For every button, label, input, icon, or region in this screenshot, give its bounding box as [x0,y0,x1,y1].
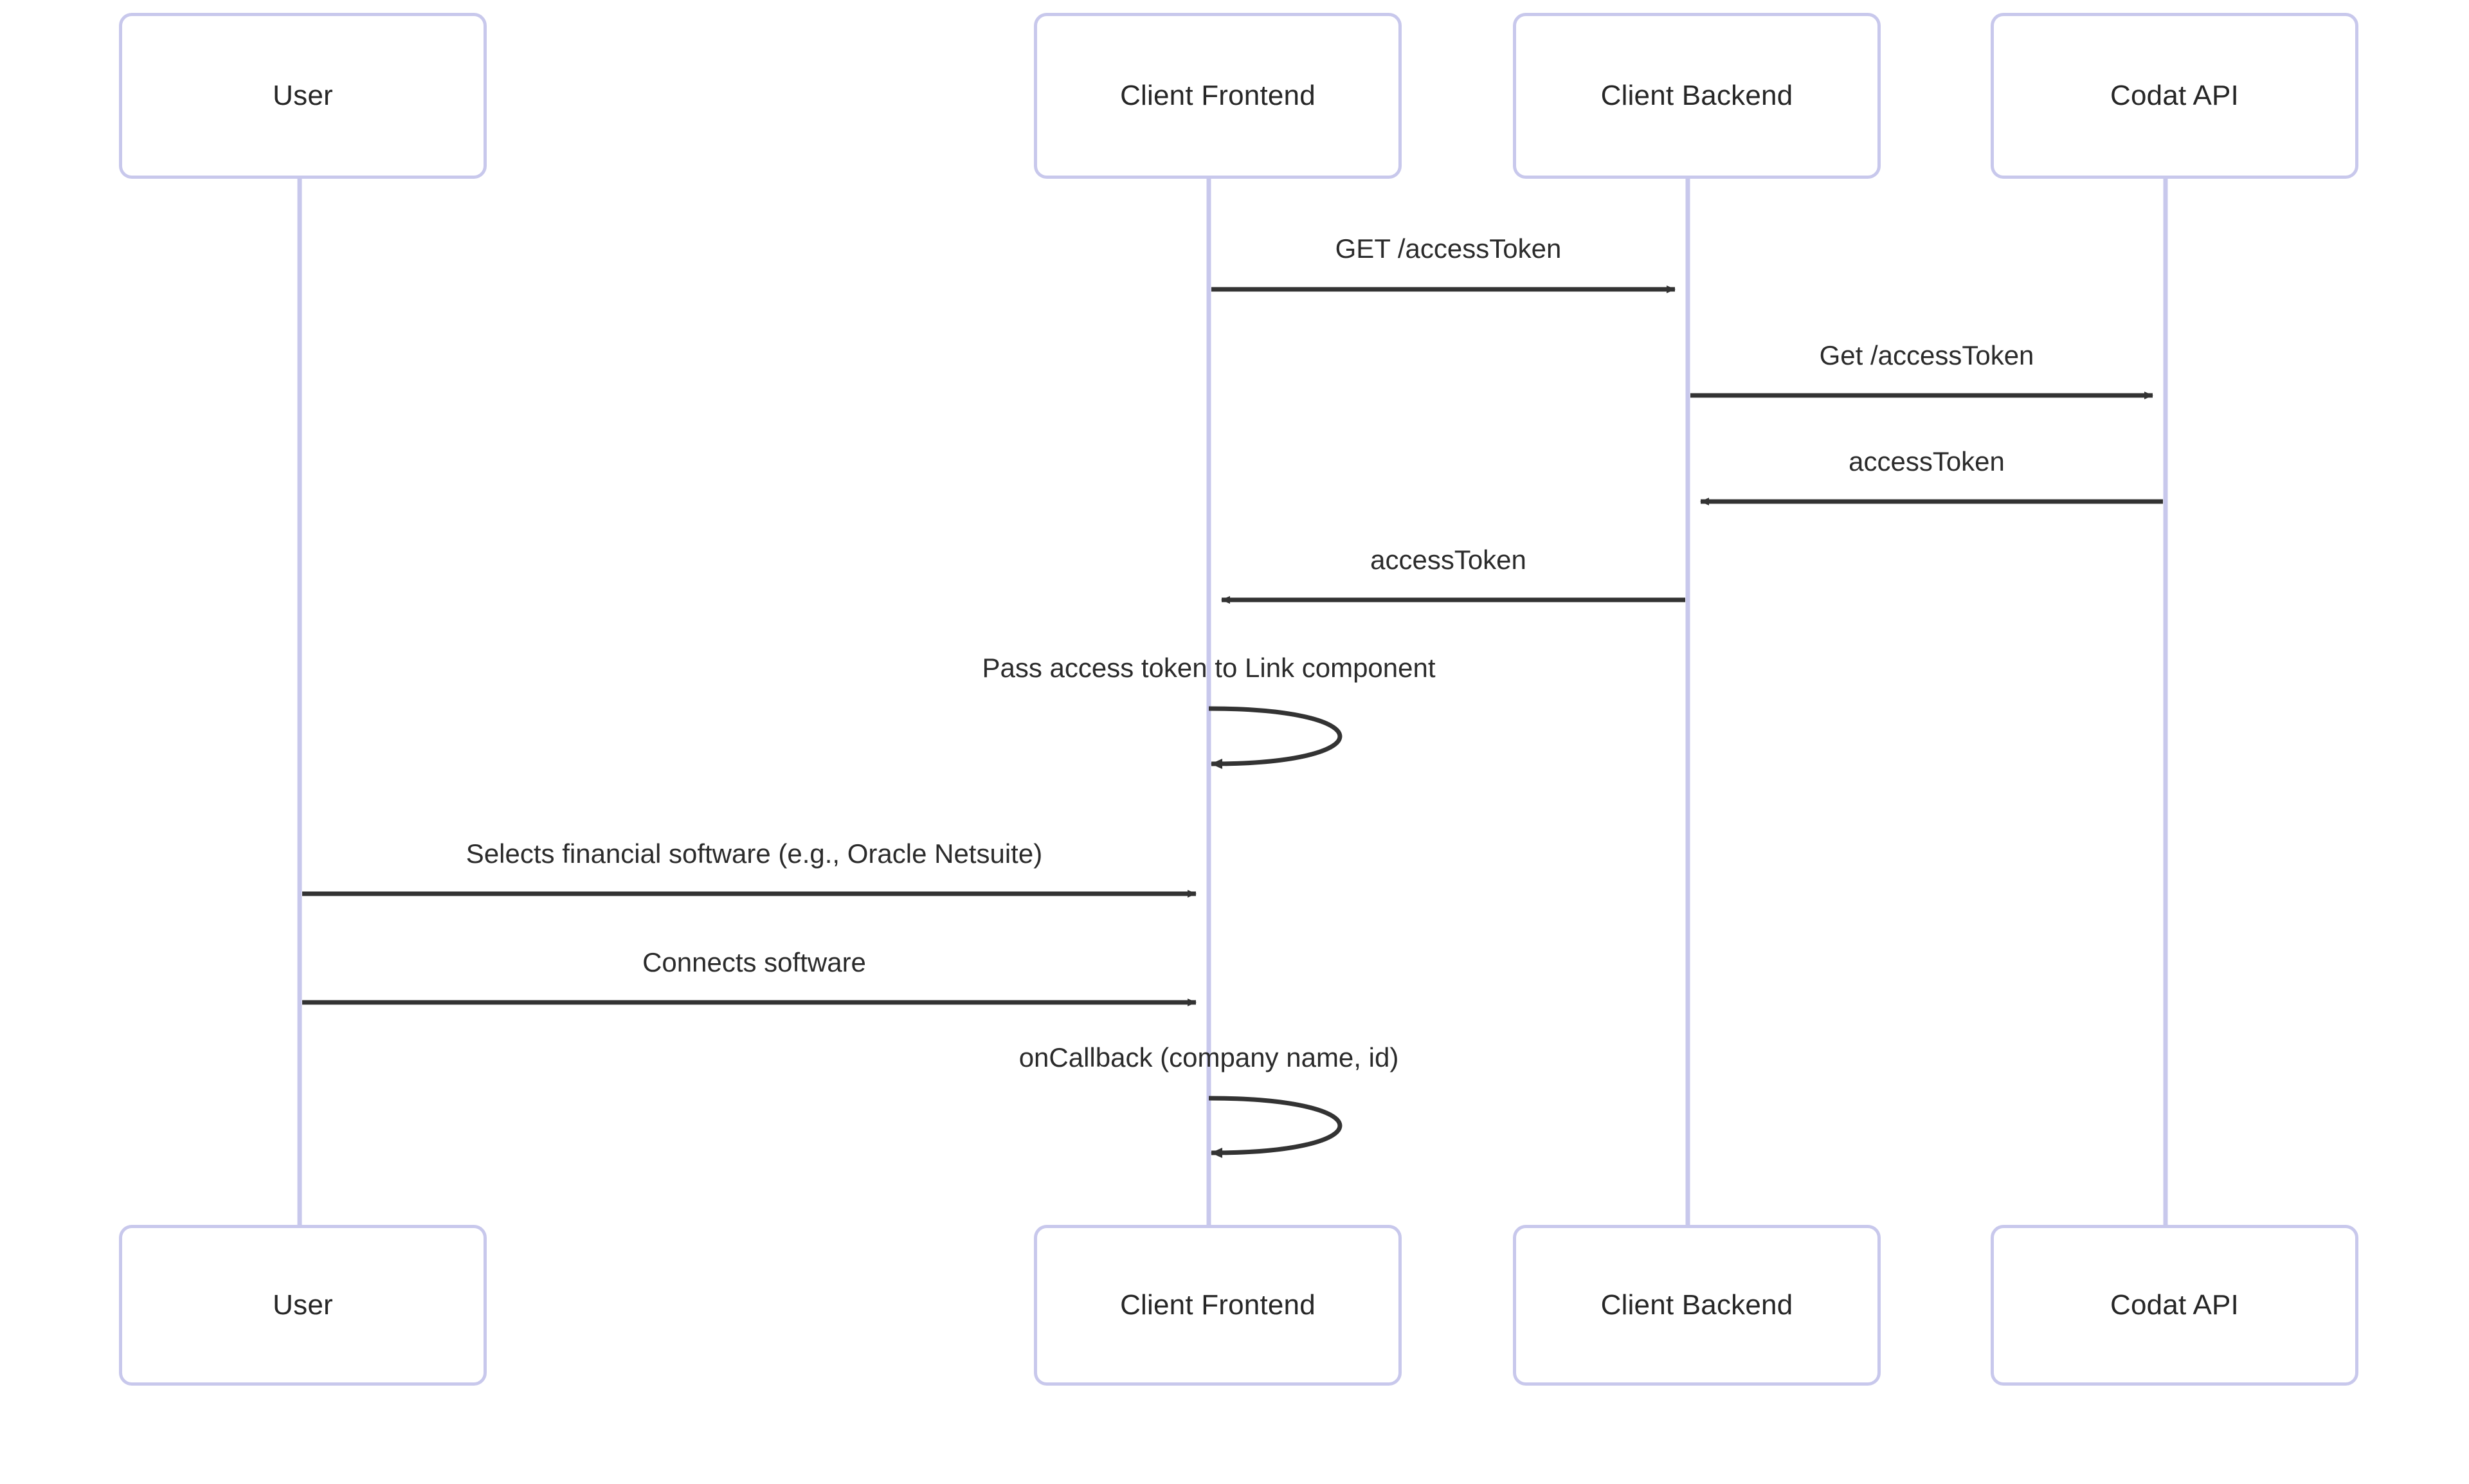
message-label-get-access-token-backend-codat: Get /accessToken [1819,340,2034,370]
message-arrows-group [302,285,2163,1158]
message-label-get-access-token-frontend-backend: GET /accessToken [1335,233,1562,264]
message-label-selects-financial-software: Selects financial software (e.g., Oracle… [466,838,1043,869]
message-label-connects-software: Connects software [642,947,866,977]
message-label-pass-access-token-self: Pass access token to Link component [982,653,1436,683]
lifelines-group [297,179,2168,1225]
participant-label-codat-api: Codat API [2110,80,2239,111]
participant-box-codat-api-top[interactable]: Codat API [1991,13,2358,179]
message-label-on-callback-self: onCallback (company name, id) [1018,1042,1399,1072]
participant-box-user-bottom[interactable]: User [119,1225,487,1386]
participant-label-user: User [273,80,333,111]
participant-label-client-backend: Client Backend [1600,80,1793,111]
participant-label-client-backend: Client Backend [1600,1289,1793,1321]
participant-label-user: User [273,1289,333,1321]
message-label-access-token-backend-frontend: accessToken [1370,545,1526,575]
message-arrow-pass-access-token-self [1208,706,1343,769]
message-label-access-token-codat-backend: accessToken [1849,446,2005,476]
participant-box-client-backend-bottom[interactable]: Client Backend [1513,1225,1881,1386]
participant-box-client-frontend-bottom[interactable]: Client Frontend [1034,1225,1402,1386]
participant-box-codat-api-bottom[interactable]: Codat API [1991,1225,2358,1386]
message-arrow-on-callback-self [1208,1096,1343,1158]
participant-box-client-frontend-top[interactable]: Client Frontend [1034,13,1402,179]
participant-label-client-frontend: Client Frontend [1120,1289,1316,1321]
participant-label-codat-api: Codat API [2110,1289,2239,1321]
participant-label-client-frontend: Client Frontend [1120,80,1316,111]
participant-box-client-backend-top[interactable]: Client Backend [1513,13,1881,179]
participant-box-user-top[interactable]: User [119,13,487,179]
